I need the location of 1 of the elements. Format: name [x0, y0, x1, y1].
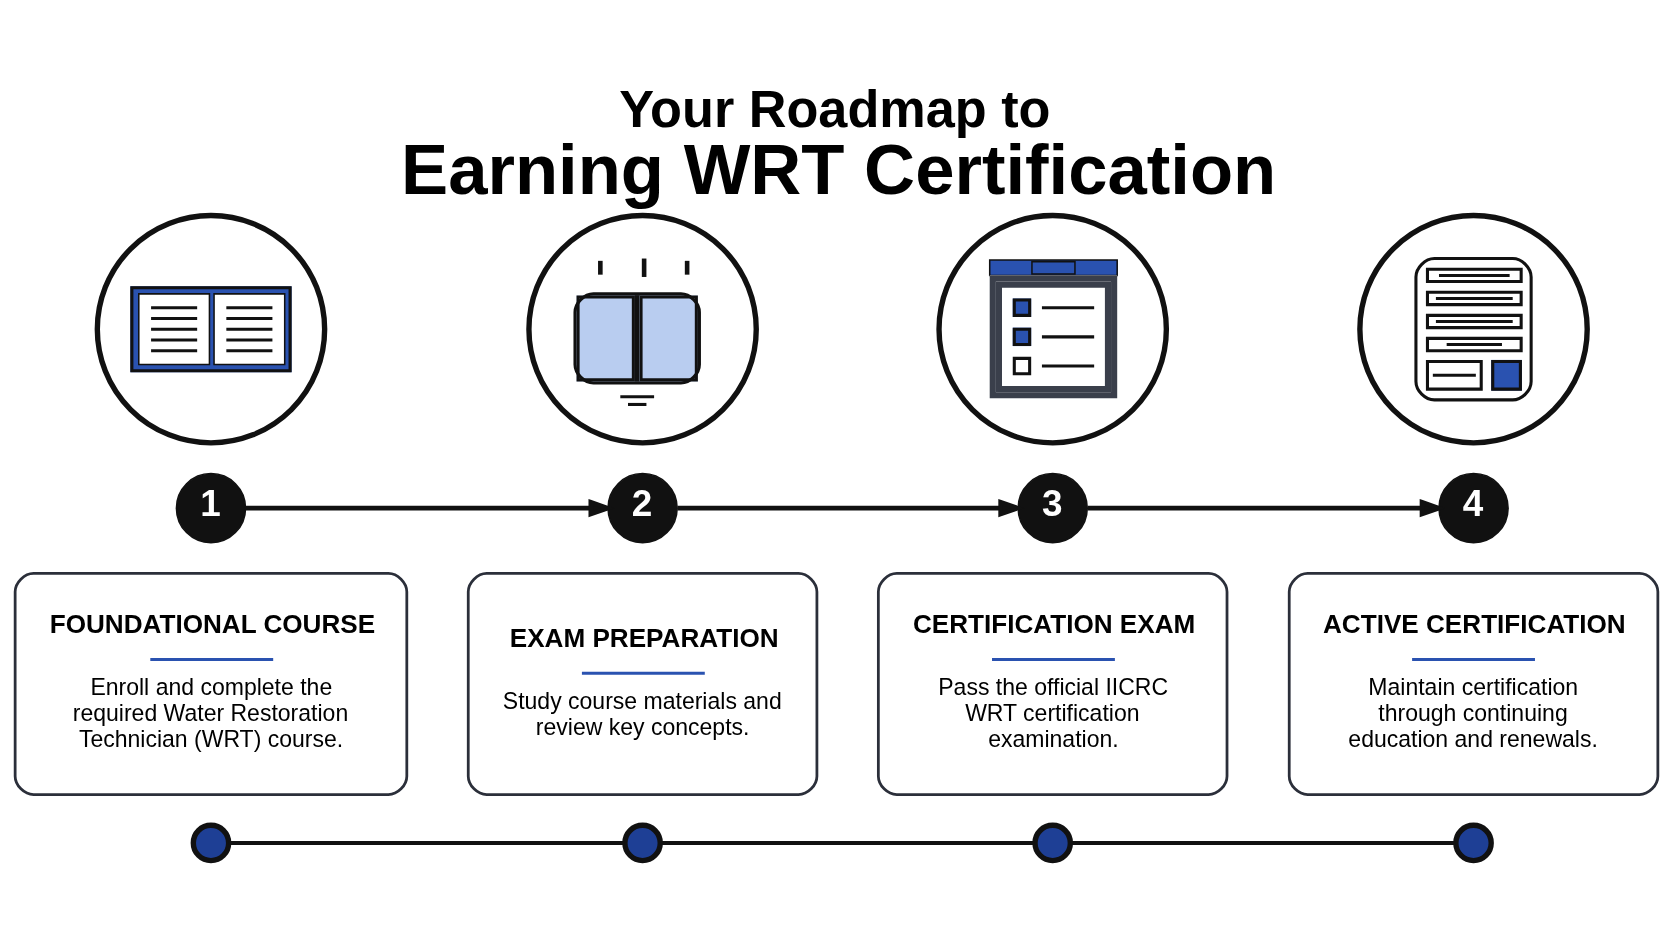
diagram-title: Your Roadmap to Earning WRT Certification	[400, 79, 1276, 209]
